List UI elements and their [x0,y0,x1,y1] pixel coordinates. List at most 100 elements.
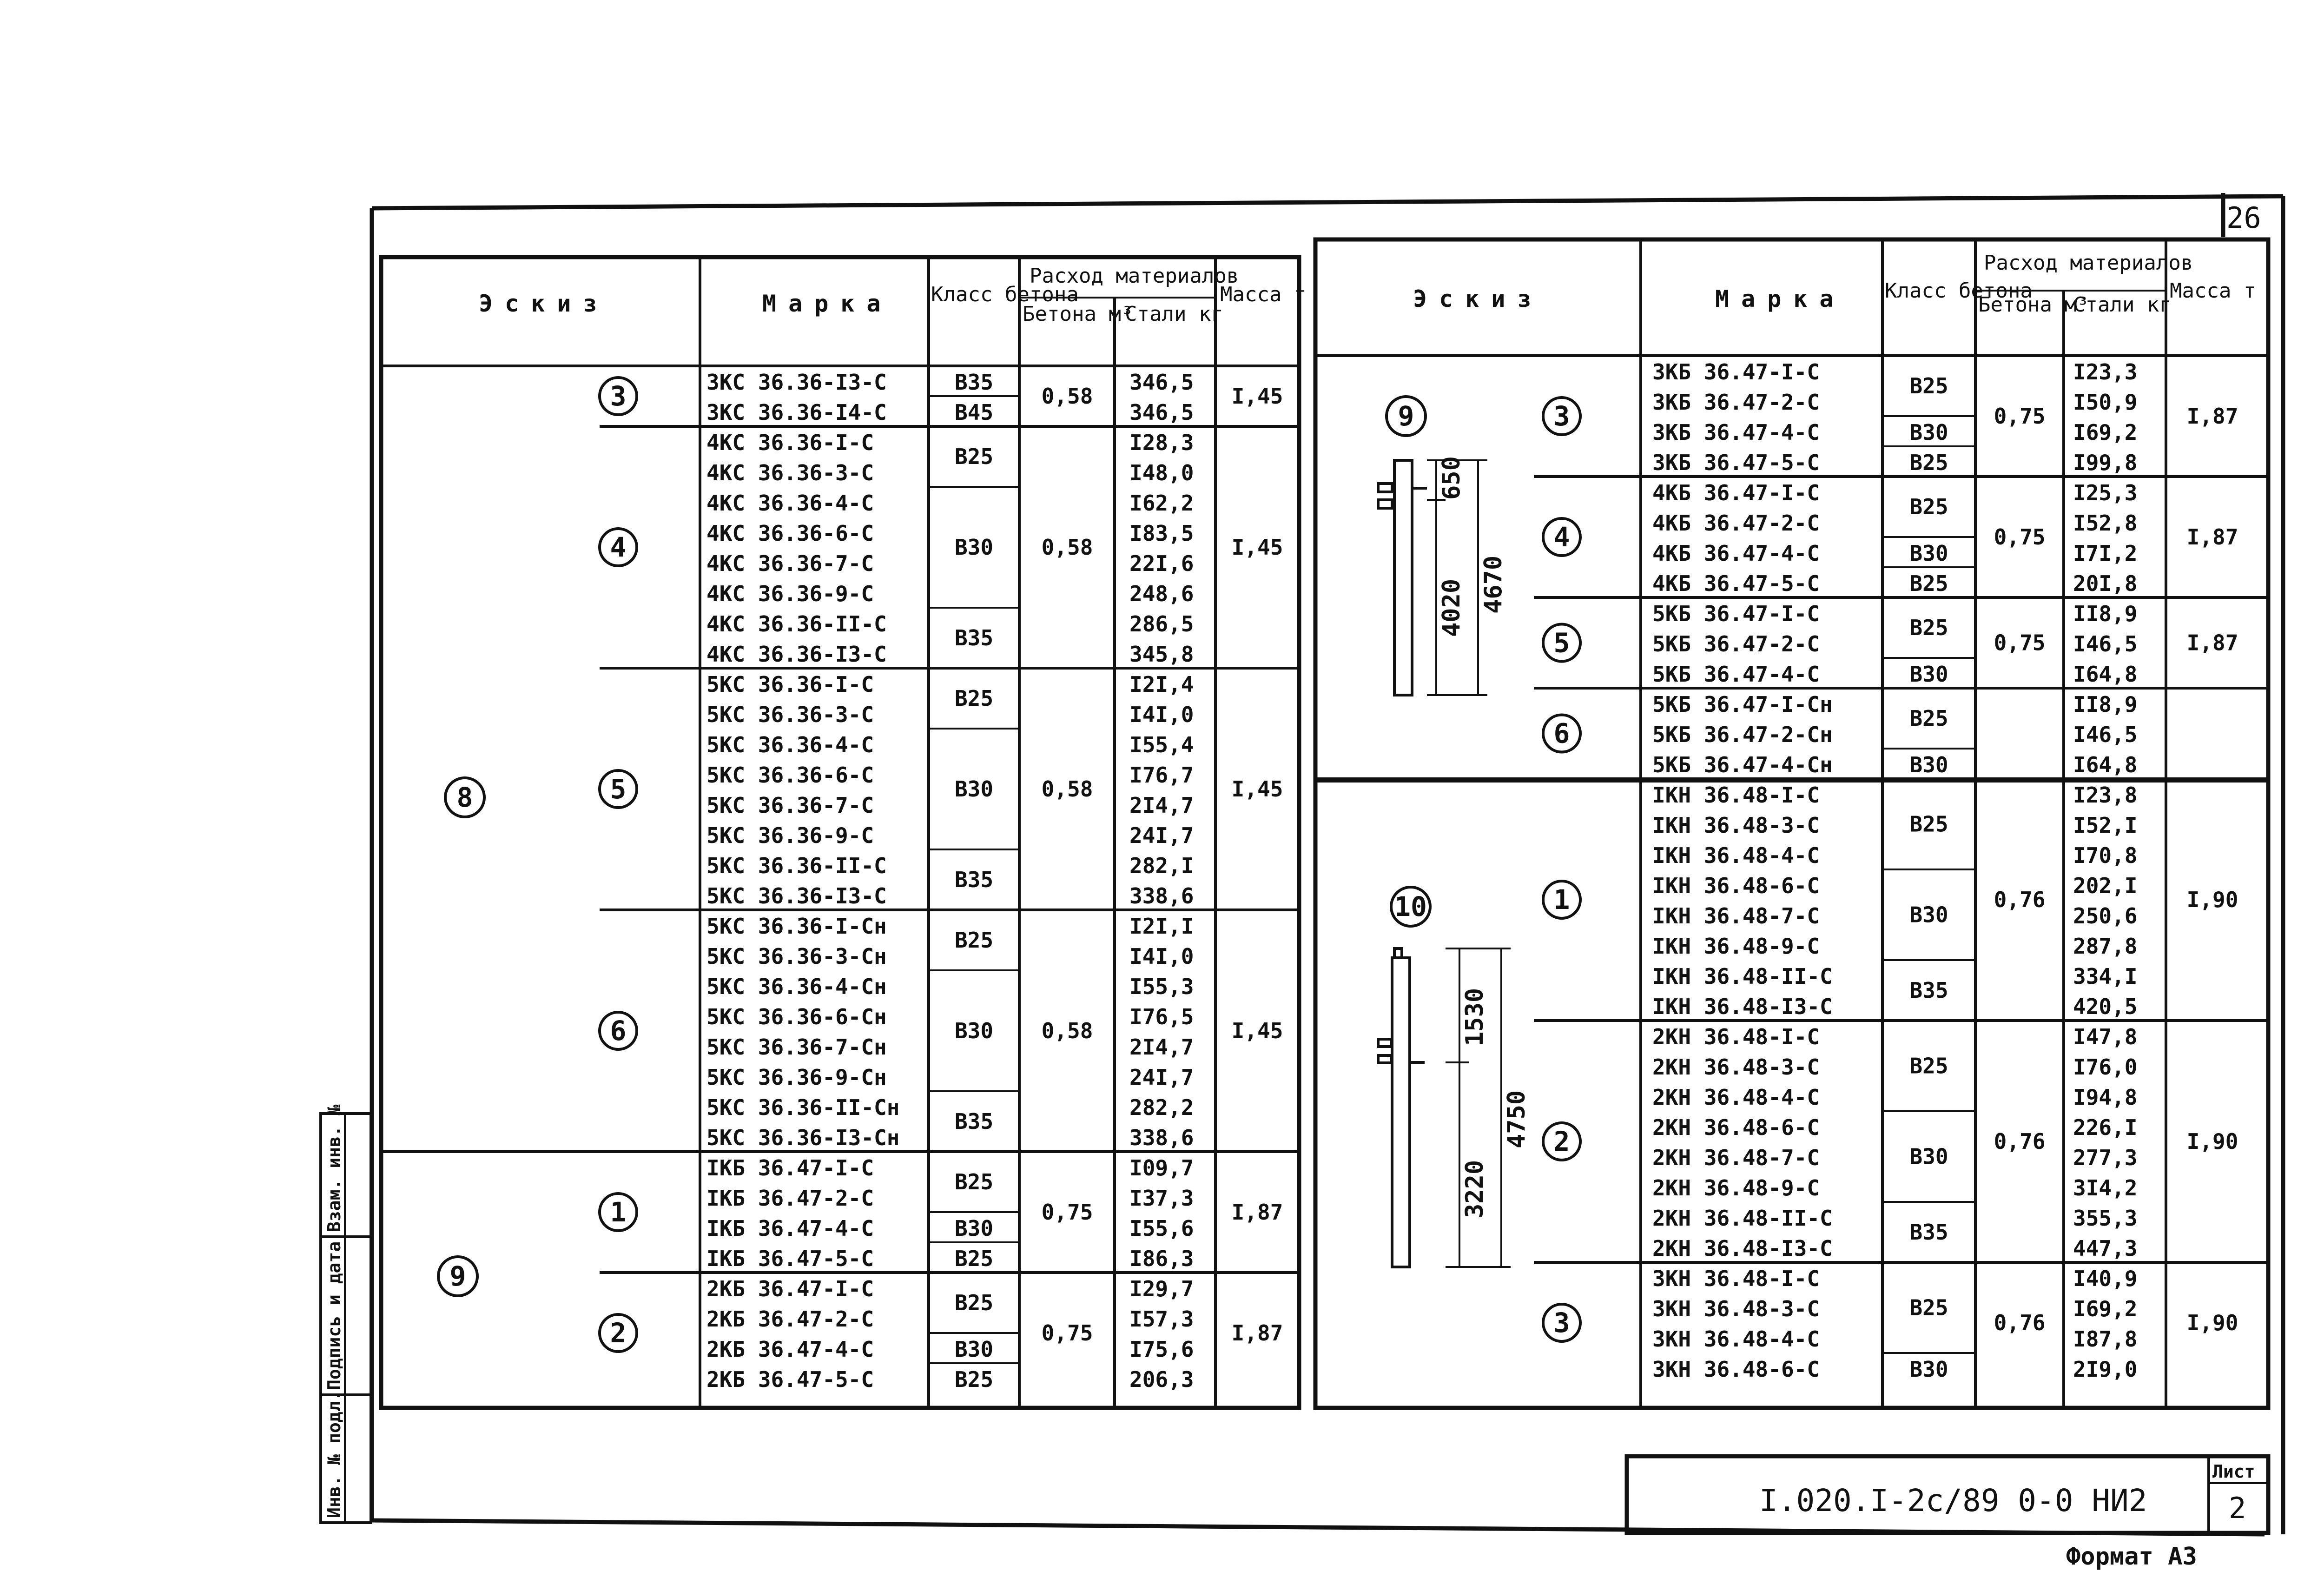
concrete-class: В35 [955,625,993,650]
concrete-class: В25 [1909,571,1948,596]
sub-group-number: 3 [1554,1307,1570,1339]
left-table: Эскиз Марка Класс бетона Расход материал… [379,255,1306,1410]
mark-cell: IКН 36.48-6-С [1652,873,1820,898]
steel-cell: 282,I [1129,853,1194,878]
mark-cell: 4КС 36.36-I3-С [706,642,887,667]
mark-cell: 2КБ 36.47-4-С [706,1337,874,1362]
header-massa: Масса т [1220,283,1306,306]
concrete-class: В25 [955,1246,993,1271]
mark-cell: 2КН 36.48-7-С [1652,1145,1820,1170]
sub-group-2: 2 [1542,1121,1582,1161]
steel-cell: II8,9 [2073,601,2137,626]
steel-cell: 355,3 [2073,1206,2137,1231]
concrete-class: В30 [1909,902,1948,928]
mass-value: I,45 [1232,1018,1283,1043]
mark-cell: IКБ 36.47-5-С [706,1246,874,1271]
mark-cell: 5КС 36.36-4-Сн [706,974,887,999]
page-number: 26 [2226,201,2261,235]
concrete-class: В25 [1909,450,1948,475]
steel-cell: 24I,7 [1129,1065,1194,1090]
mark-cell: 5КС 36.36-7-С [706,793,874,818]
steel-cell: I46,5 [2073,722,2137,747]
concrete-class: В25 [1909,373,1948,398]
mark-cell: 4КС 36.36-I-С [706,430,874,455]
header-marka: Марка [762,290,893,317]
steel-cell: 2I9,0 [2073,1357,2137,1382]
concrete-volume: 0,76 [1994,887,2046,912]
steel-cell: I7I,2 [2073,541,2137,566]
sketch-group-10-right: 10 1530 3220 4750 [1377,886,1531,1268]
mark-cell: IКН 36.48-9-С [1652,934,1820,959]
header-eskiz: Эскиз [479,290,609,317]
mark-cell: 5КБ 36.47-2-С [1652,631,1820,657]
steel-cell: I48,0 [1129,460,1194,485]
concrete-volume: 0,58 [1042,1018,1093,1043]
mark-cell: IКБ 36.47-I-С [706,1155,874,1180]
dim-4020: 4020 [1438,579,1466,637]
steel-cell: I52,8 [2073,511,2137,536]
concrete-class: В35 [955,370,993,395]
mark-cell: 3КС 36.36-I3-С [706,370,887,395]
mark-cell: 5КС 36.36-I3-Сн [706,1125,899,1150]
mark-cell: 2КН 36.48-9-С [1652,1175,1820,1200]
mark-cell: 3КБ 36.47-4-С [1652,420,1820,445]
mark-cell: IКН 36.48-I-С [1652,783,1820,808]
header-stali-right: Стали кг [2073,293,2172,317]
sub-group-number: 2 [610,1317,627,1349]
mass-value: I,87 [2187,404,2238,429]
mass-value: I,87 [1232,1200,1283,1225]
concrete-class: В30 [955,1216,993,1241]
sub-group-6: 6 [1542,713,1582,754]
mark-cell: 5КС 36.36-I-Сн [706,914,887,939]
steel-cell: I86,3 [1129,1246,1194,1271]
concrete-class: В25 [1909,494,1948,519]
format-label: Формат А3 [2066,1543,2197,1571]
steel-cell: I37,3 [1129,1186,1194,1211]
steel-cell: 3I4,2 [2073,1175,2137,1200]
sketch-group-9: 9 [437,1255,479,1297]
sub-group-4: 4 [598,527,638,567]
steel-cell: I4I,0 [1129,702,1194,727]
sketch-group-8: 8 [444,776,486,818]
concrete-volume: 0,75 [1042,1200,1093,1225]
mark-cell: 5КС 36.36-9-С [706,823,874,848]
sub-group-1: 1 [1542,880,1582,920]
steel-cell: I94,8 [2073,1085,2137,1110]
header-klass: Класс бетона [931,283,1079,306]
header-klass-right: Класс бетона [1885,279,2033,303]
mass-value: I,87 [2187,524,2238,550]
concrete-class: В25 [955,1290,993,1315]
sub-group-6: 6 [598,1011,638,1051]
concrete-volume: 0,75 [1994,524,2046,550]
mark-cell: 5КС 36.36-6-Сн [706,1004,887,1029]
mark-cell: 5КБ 36.47-2-Сн [1652,722,1833,747]
mark-cell: 2КН 36.48-I3-С [1652,1236,1833,1261]
